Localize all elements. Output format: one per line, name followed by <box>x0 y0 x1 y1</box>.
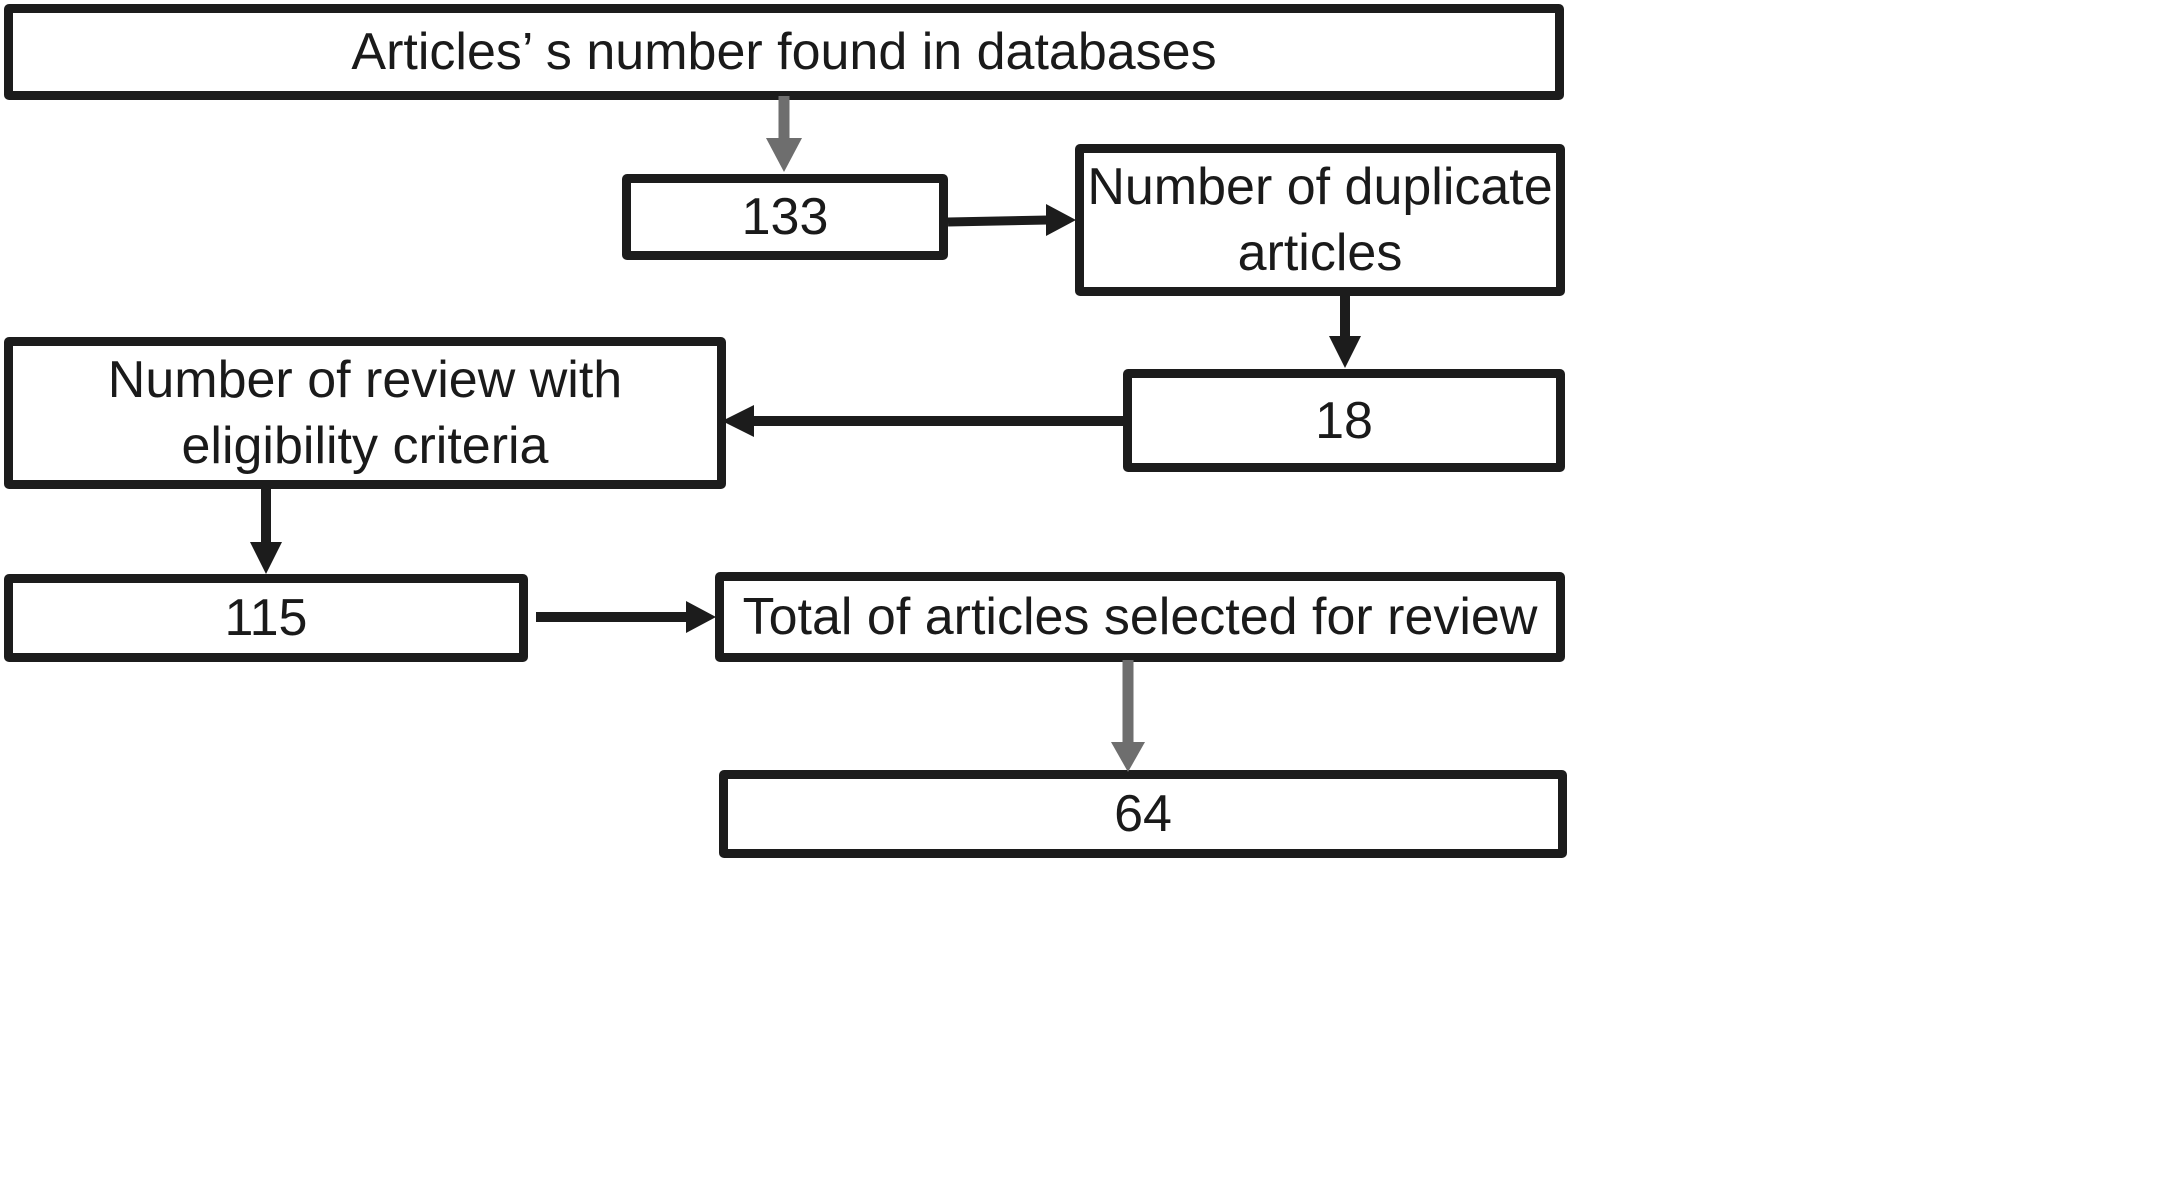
box-eligibility-label: Number of review with eligibility criter… <box>107 351 623 475</box>
arrow-133-to-duplicates <box>947 204 1076 236</box>
arrow-duplicates-to-18 <box>1329 294 1361 368</box>
box-duplicates: Number of duplicate articles <box>1075 144 1565 296</box>
box-eligibility: Number of review with eligibility criter… <box>4 337 726 489</box>
box-articles-found: Articles’ s number found in databases <box>4 4 1564 100</box>
box-count-133-label: 133 <box>741 188 829 246</box>
arrow-eligibility-to-115 <box>250 487 282 574</box>
arrow-found-to-133 <box>766 96 802 172</box>
box-selected: Total of articles selected for review <box>715 572 1565 662</box>
box-count-18-label: 18 <box>1315 391 1373 450</box>
arrow-18-to-eligibility <box>722 405 1125 437</box>
box-duplicates-label: Number of duplicate articles <box>1087 158 1553 282</box>
box-count-64: 64 <box>719 770 1567 858</box>
box-selected-label: Total of articles selected for review <box>742 588 1538 646</box>
box-count-115: 115 <box>4 574 528 662</box>
box-articles-found-label: Articles’ s number found in databases <box>351 23 1217 81</box>
box-count-133: 133 <box>622 174 948 260</box>
box-count-115-label: 115 <box>224 589 308 647</box>
box-count-18: 18 <box>1123 369 1565 472</box>
arrow-115-to-selected <box>536 601 716 633</box>
box-count-64-label: 64 <box>1114 785 1172 843</box>
arrow-selected-to-64 <box>1111 660 1145 772</box>
